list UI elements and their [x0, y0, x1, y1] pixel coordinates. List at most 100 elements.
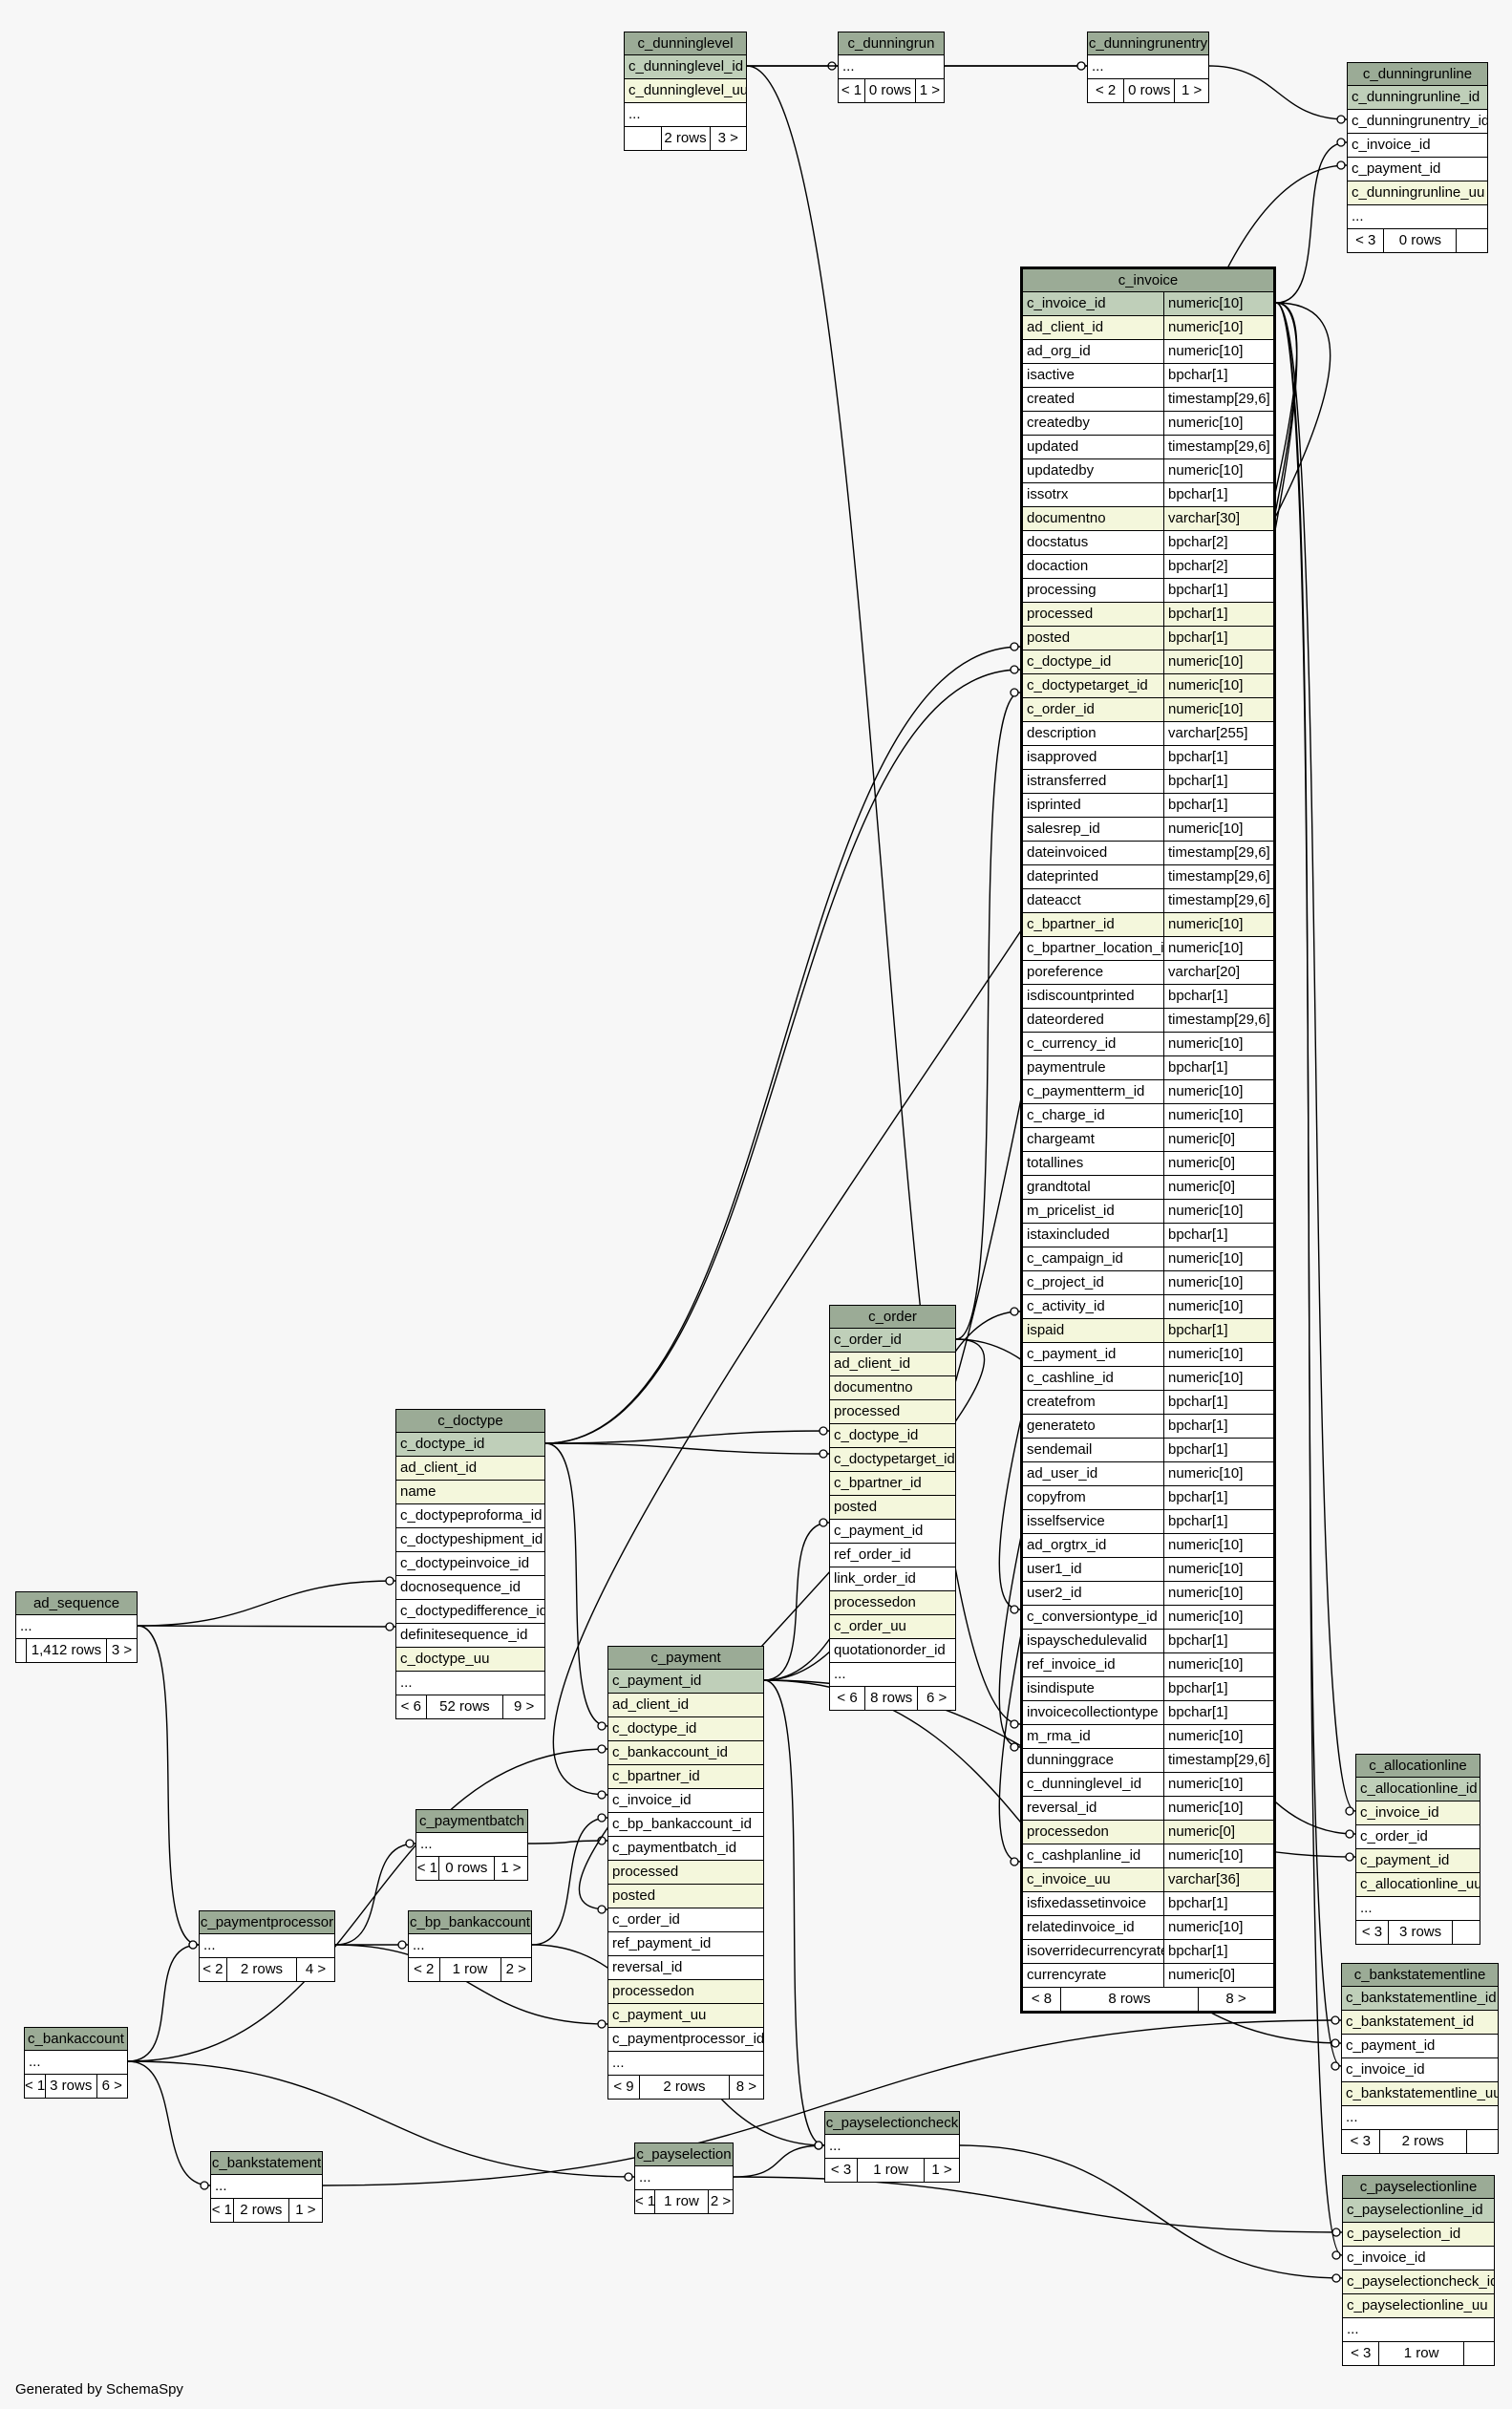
children-count[interactable]: 1 > [493, 1857, 527, 1880]
table-title[interactable]: c_payselection [635, 2143, 733, 2166]
children-count[interactable]: 1 > [287, 2199, 322, 2222]
children-count[interactable] [1452, 1921, 1480, 1944]
parents-count[interactable]: < 3 [1350, 2133, 1371, 2149]
row-count[interactable]: 8 rows [1060, 1988, 1198, 2011]
table-title[interactable]: c_doctype [396, 1410, 544, 1433]
table-title[interactable]: c_dunninglevel [625, 32, 746, 55]
parents-count[interactable]: < 6 [837, 1690, 858, 1706]
table-title[interactable]: c_payselectioncheck [825, 2112, 959, 2135]
parents-count[interactable]: < 1 [416, 1860, 438, 1876]
table-title[interactable]: c_bankstatementline [1342, 1964, 1498, 1987]
table-title[interactable]: c_allocationline [1356, 1755, 1480, 1778]
parents-count[interactable]: < 1 [25, 2078, 45, 2094]
parents-count[interactable]: < 1 [211, 2202, 233, 2218]
table-title[interactable]: c_bankaccount [25, 2028, 127, 2051]
children-count[interactable]: 4 > [296, 1958, 334, 1981]
row-count[interactable]: 0 rows [1383, 229, 1456, 252]
parents-count[interactable]: < 1 [841, 82, 862, 98]
column-name: c_doctypeshipment_id [400, 1531, 543, 1547]
row-count[interactable]: 1 row [438, 1958, 500, 1981]
parents-count[interactable]: < 2 [1095, 82, 1117, 98]
children-count[interactable] [1465, 2130, 1498, 2153]
children-count[interactable]: 9 > [502, 1695, 544, 1718]
children-count[interactable]: 6 > [96, 2075, 128, 2098]
table-title[interactable]: c_paymentbatch [416, 1810, 527, 1833]
parents-count[interactable]: < 9 [613, 2079, 634, 2095]
parents-count[interactable] [16, 1639, 26, 1662]
parents-count[interactable]: < 3 [1351, 2345, 1372, 2361]
row-count[interactable]: 3 rows [45, 2075, 96, 2098]
parents-count[interactable]: < 3 [1361, 1924, 1383, 1940]
parents-count[interactable]: < 2 [202, 1961, 224, 1977]
row-count[interactable]: 1 row [1378, 2342, 1462, 2365]
children-count[interactable]: 2 > [500, 1958, 532, 1981]
parents-count[interactable]: < 6 [400, 1698, 421, 1715]
table-title[interactable]: c_payment [608, 1647, 763, 1670]
parents-count[interactable]: < 2 [414, 1961, 435, 1977]
table-title[interactable]: ad_sequence [16, 1592, 137, 1615]
children-count[interactable]: 1 > [1174, 79, 1208, 102]
row-count[interactable]: 52 rows [425, 1695, 503, 1718]
children-count[interactable]: 8 > [1198, 1988, 1273, 2011]
column-name: c_bankaccount_id [612, 1744, 728, 1760]
children-count[interactable]: 3 > [106, 1639, 137, 1662]
children-count[interactable]: 2 > [708, 2190, 733, 2213]
table-title[interactable]: c_dunningrunentry [1088, 32, 1208, 55]
row-count[interactable]: 2 rows [1378, 2130, 1466, 2153]
zero-or-many-marker [385, 1622, 394, 1631]
column-name: ... [842, 58, 855, 75]
column-row: ... [1342, 2106, 1498, 2130]
table-title[interactable]: c_invoice [1023, 269, 1273, 292]
table-title[interactable]: c_paymentprocessor [200, 1911, 334, 1934]
row-count[interactable]: 0 rows [864, 79, 915, 102]
children-count[interactable]: 3 > [709, 127, 747, 150]
row-count[interactable]: 0 rows [1123, 79, 1174, 102]
table-title[interactable]: c_bankstatement [211, 2152, 322, 2175]
row-count[interactable]: 1 row [654, 2190, 708, 2213]
children-count[interactable]: 6 > [917, 1687, 955, 1710]
row-count[interactable]: 8 rows [864, 1687, 917, 1710]
row-count[interactable]: 1,412 rows [25, 1639, 106, 1662]
row-count[interactable]: 1 row [857, 2159, 924, 2182]
parents-count[interactable] [625, 127, 661, 150]
table-title[interactable]: c_dunningrun [839, 32, 944, 55]
row-count[interactable]: 2 rows [225, 1958, 296, 1981]
table-title[interactable]: c_payselectionline [1343, 2176, 1494, 2199]
parents-count[interactable]: < 1 [635, 2193, 654, 2209]
parents-count[interactable]: < 8 [1031, 1991, 1053, 2007]
table-title[interactable]: c_dunningrunline [1348, 63, 1487, 86]
row-count[interactable]: 2 rows [232, 2199, 288, 2222]
row-count[interactable]: 2 rows [639, 2076, 729, 2099]
children-count[interactable] [1456, 229, 1487, 252]
table-title[interactable]: c_bp_bankaccount [409, 1911, 531, 1934]
children-count[interactable]: 1 > [914, 79, 944, 102]
children-count[interactable]: 1 > [924, 2159, 959, 2182]
parents-count[interactable]: < 3 [830, 2162, 852, 2178]
children-count[interactable]: 8 > [728, 2076, 763, 2099]
row-count[interactable]: 2 rows [660, 127, 710, 150]
parents-count[interactable]: < 3 [1355, 232, 1376, 248]
row-count[interactable]: 3 rows [1388, 1921, 1452, 1944]
children-count[interactable] [1462, 2342, 1494, 2365]
table-title[interactable]: c_order [830, 1306, 955, 1329]
row-count[interactable]: 0 rows [437, 1857, 494, 1880]
